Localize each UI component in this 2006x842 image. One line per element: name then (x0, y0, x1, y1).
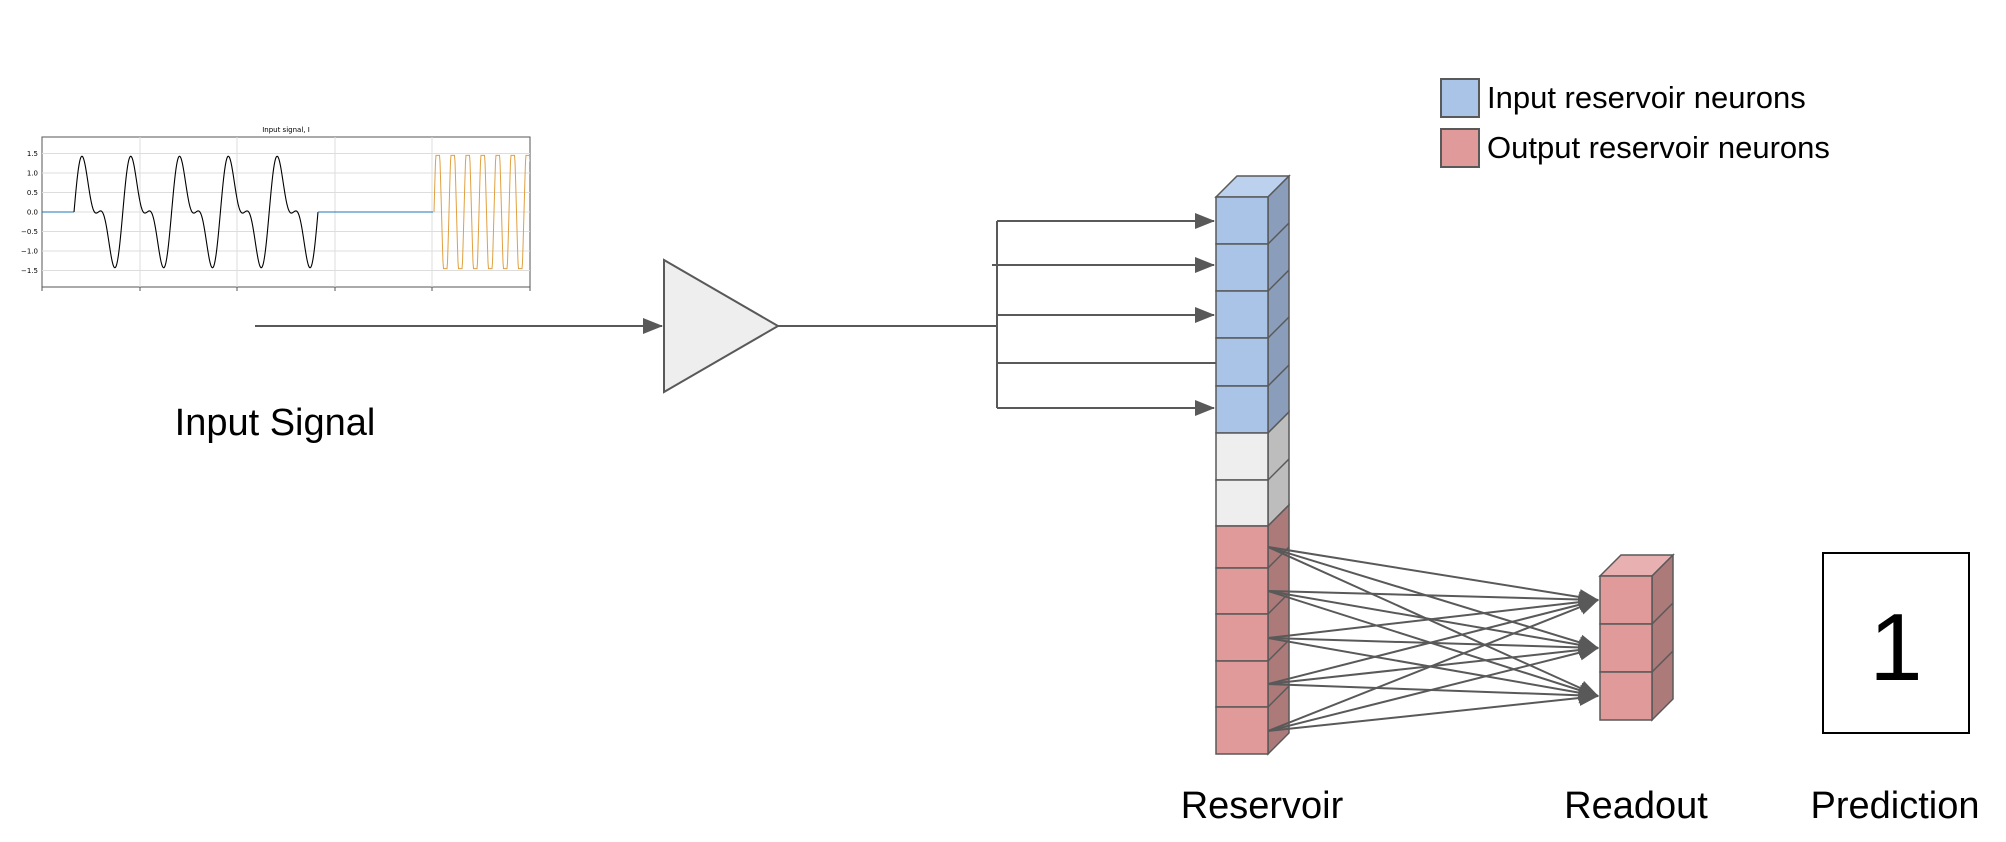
plot-ytick-label: −1.5 (21, 267, 38, 275)
readout-connection (1267, 596, 1599, 685)
output-neuron (1215, 525, 1269, 569)
input-signal-plot: 1.5 1.0 0.5 0.0 −0.5 −1.0 −1.5 Input signal, I (21, 126, 531, 291)
hidden-neuron (1215, 432, 1269, 481)
hidden-neuron (1215, 479, 1269, 527)
plot-ytick-label: 1.0 (27, 170, 38, 178)
output-neuron (1215, 613, 1269, 662)
legend-label-output: Output reservoir neurons (1487, 130, 1830, 165)
prediction-value: 1 (1869, 594, 1922, 701)
readout-connection (1267, 594, 1599, 639)
input-neuron (1215, 243, 1269, 292)
legend: Input reservoir neurons Output reservoir… (1440, 78, 1830, 168)
readout-label: Readout (1564, 785, 1708, 827)
readout-connection (1267, 590, 1599, 608)
reservoir-label: Reservoir (1181, 785, 1344, 827)
legend-label-input: Input reservoir neurons (1487, 80, 1806, 115)
readout-connection (1267, 546, 1599, 605)
input-neuron (1215, 196, 1269, 245)
readout-connection (1267, 546, 1599, 697)
prediction-label: Prediction (1811, 785, 1980, 827)
reservoir-column (1214, 174, 1291, 756)
readout-side-face (1651, 553, 1674, 722)
readout-neuron (1599, 623, 1653, 673)
signal-target-waveform (433, 154, 530, 270)
output-neuron (1215, 660, 1269, 708)
reservoir-side-output (1267, 503, 1290, 756)
output-neuron (1215, 706, 1269, 755)
readout-connection (1267, 644, 1599, 732)
readout-neuron (1599, 575, 1653, 625)
plot-ytick-label: −1.0 (21, 248, 38, 256)
plot-ytick-label: −0.5 (21, 228, 38, 236)
readout-neuron (1599, 671, 1653, 721)
input-signal-label: Input Signal (175, 402, 376, 444)
input-neuron (1215, 290, 1269, 339)
reservoir-side-input (1267, 174, 1290, 435)
plot-ytick-label: 0.5 (27, 189, 38, 197)
amplifier-triangle (663, 258, 780, 394)
plot-title: Input signal, I (262, 126, 310, 134)
readout-connections (1267, 546, 1599, 732)
plot-ytick-labels: 1.5 1.0 0.5 0.0 −0.5 −1.0 −1.5 (21, 150, 38, 275)
output-neuron (1215, 567, 1269, 615)
readout-connection (1267, 599, 1599, 732)
readout-connection (1267, 546, 1599, 651)
legend-swatch-output (1440, 128, 1480, 168)
prediction-box (1822, 552, 1970, 734)
readout-connection (1267, 690, 1599, 732)
signal-sine-waveform (73, 155, 319, 269)
readout-column (1598, 553, 1675, 722)
plot-ytick-label: 0.0 (27, 209, 38, 217)
plot-ytick-label: 1.5 (27, 150, 38, 158)
input-neuron (1215, 385, 1269, 434)
legend-swatch-input (1440, 78, 1480, 118)
input-neuron (1215, 337, 1269, 387)
